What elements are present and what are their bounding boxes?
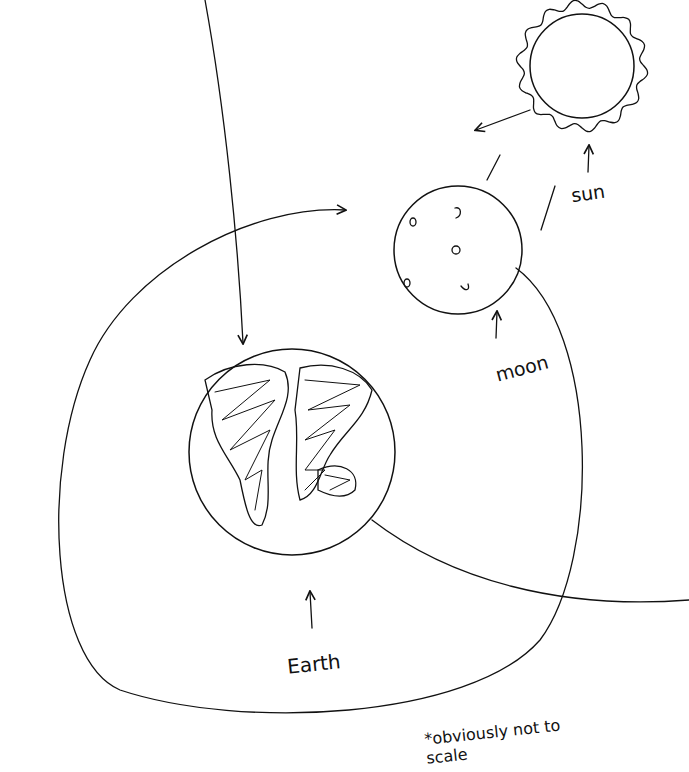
continent	[205, 364, 288, 525]
light-ray	[487, 155, 500, 180]
moon-circle: moon	[394, 186, 522, 314]
leader-arrow	[496, 312, 497, 338]
light-ray	[476, 110, 530, 130]
leader-arrow	[588, 146, 589, 172]
sun-circle: sun	[514, 0, 650, 134]
body-label: moon	[493, 350, 551, 385]
body-label: Earth	[286, 649, 342, 678]
continent	[318, 466, 356, 496]
orbit-line	[372, 520, 689, 602]
continent-hatching	[215, 380, 360, 510]
crater	[452, 246, 460, 254]
circle-outline	[514, 0, 650, 134]
crater	[410, 218, 416, 226]
sun-corona	[516, 0, 647, 131]
crater	[461, 284, 469, 290]
circle-outline	[394, 186, 522, 314]
earth-circle: Earth	[189, 349, 395, 555]
scale-note: *obviously not to scale	[423, 714, 576, 768]
orbit-loop	[59, 210, 583, 713]
circle-outline	[189, 349, 395, 555]
leader-arrow	[310, 592, 312, 628]
body-label: sun	[570, 180, 607, 207]
circle-outline	[530, 14, 634, 118]
circle-outline	[189, 349, 395, 555]
circle-outline	[394, 186, 522, 314]
crater	[455, 208, 460, 218]
light-ray	[541, 186, 555, 230]
orbit-curve	[205, 0, 243, 343]
